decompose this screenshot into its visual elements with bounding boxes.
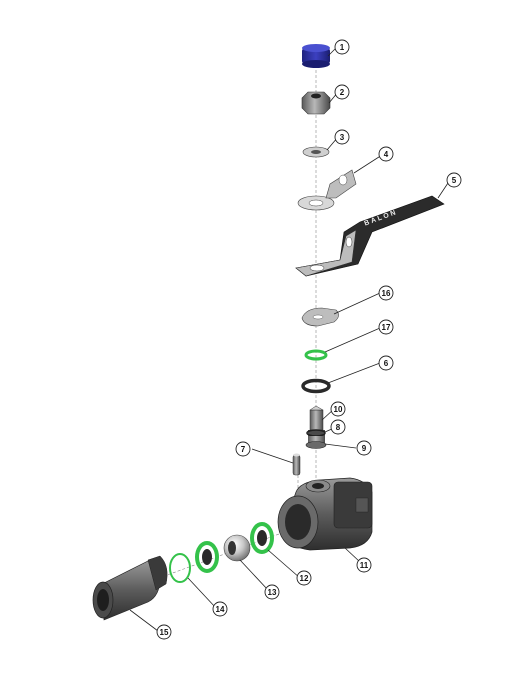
seat-right-part [250,522,274,554]
callout-4: 4 [378,146,394,162]
callout-5: 5 [446,172,462,188]
callout-12: 12 [296,570,312,586]
callout-14: 14 [212,601,228,617]
nut-part [301,91,331,115]
callout-3: 3 [334,129,350,145]
callout-number: 1 [340,43,345,52]
callout-number: 5 [452,176,457,185]
callout-7: 7 [235,441,251,457]
callout-number: 7 [241,445,246,454]
seat-left-part [169,541,219,583]
callout-number: 10 [334,405,343,414]
callout-number: 15 [160,628,169,637]
callout-number: 14 [216,605,225,614]
body-part [277,477,373,551]
callout-number: 3 [340,133,345,142]
callout-number: 9 [362,444,367,453]
callout-10: 10 [330,401,346,417]
pin-part [292,453,301,476]
callout-number: 12 [300,574,309,583]
callout-number: 17 [382,323,391,332]
ball-part [223,534,251,562]
callout-number: 2 [340,88,345,97]
callout-13: 13 [264,584,280,600]
callout-8: 8 [330,419,346,435]
callout-2: 2 [334,84,350,100]
callout-number: 8 [336,423,341,432]
callout-number: 6 [384,359,389,368]
callout-15: 15 [156,624,172,640]
callout-17: 17 [378,319,394,335]
callout-9: 9 [356,440,372,456]
callout-number: 13 [268,588,277,597]
callout-6: 6 [378,355,394,371]
callout-11: 11 [356,557,372,573]
callout-1: 1 [334,39,350,55]
callout-number: 11 [360,561,369,570]
callout-number: 16 [382,289,391,298]
cap-part [302,44,330,68]
o-ring-part [304,349,328,361]
end-connector-part [92,555,168,621]
gland-seal-part [301,378,331,394]
stop-plate-part [297,169,357,211]
callout-16: 16 [378,285,394,301]
stem-part [305,405,327,449]
washer-part [302,146,330,158]
callout-number: 4 [384,150,389,159]
stop-washer-part [301,307,339,327]
